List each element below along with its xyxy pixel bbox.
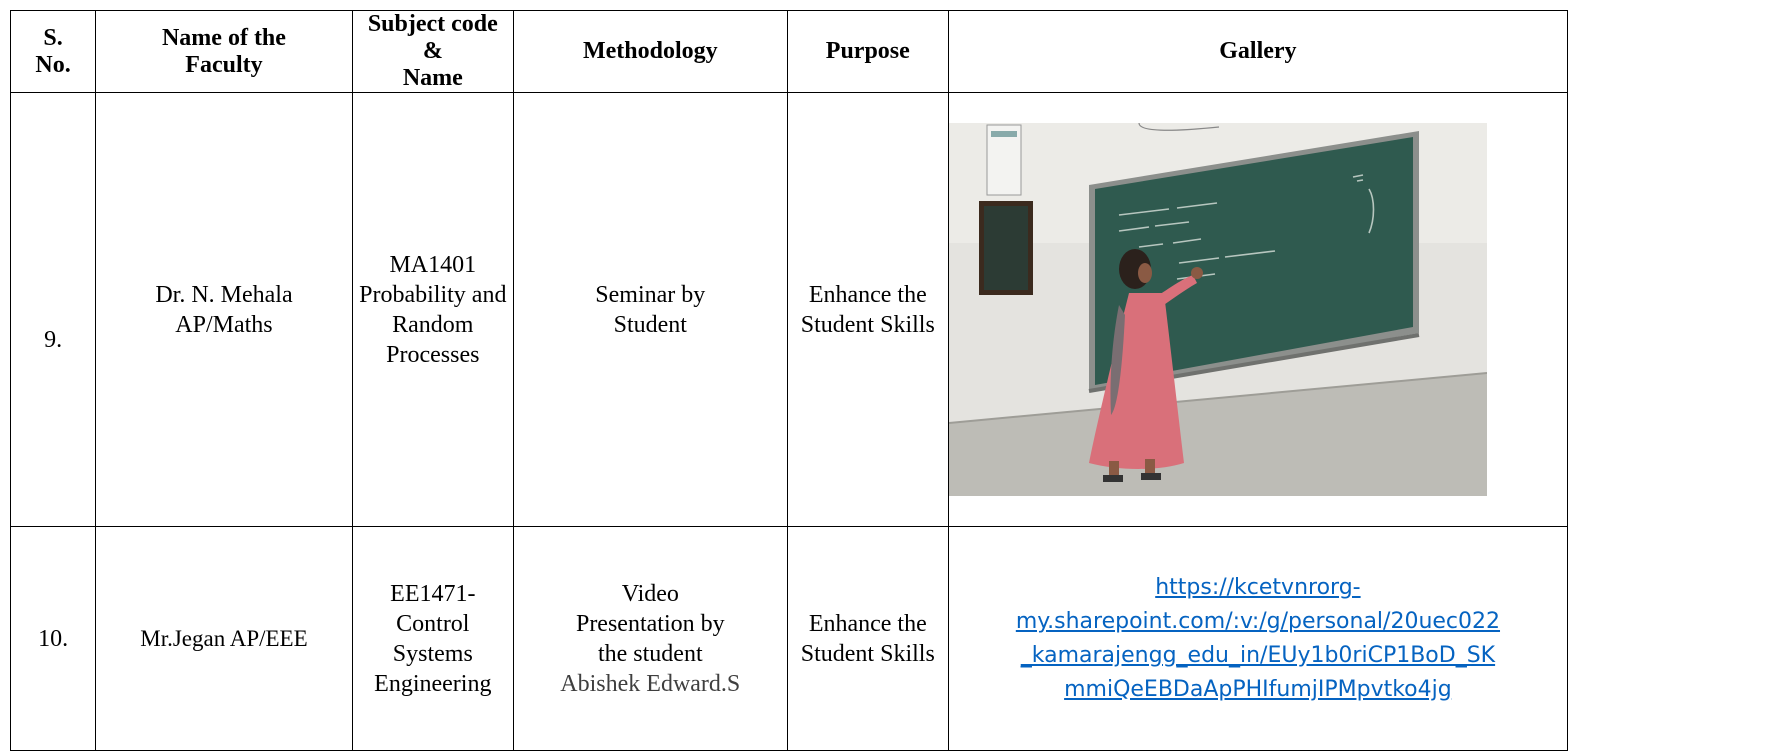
cell-gallery — [947, 92, 1569, 527]
cell-faculty: Dr. N. Mehala AP/Maths — [95, 92, 353, 527]
cell-gallery: https://kcetvnrorg- my.sharepoint.com/:v… — [947, 526, 1569, 751]
table-row: 10. Mr.Jegan AP/EEE EE1471- Control Syst… — [9, 526, 1569, 751]
header-faculty: Name of the Faculty — [95, 10, 353, 93]
header-row: S. No. Name of the Faculty Subject code … — [9, 10, 1569, 93]
table-row: 9. Dr. N. Mehala AP/Maths MA1401 Probabi… — [9, 92, 1569, 527]
cell-purpose: Enhance the Student Skills — [786, 526, 949, 751]
cell-sno: 9. — [9, 92, 97, 527]
header-gallery: Gallery — [947, 10, 1569, 93]
cell-purpose: Enhance the Student Skills — [786, 92, 949, 527]
chalkboard — [1094, 137, 1413, 385]
cell-methodology: Seminar by Student — [512, 92, 788, 527]
gallery-video-link[interactable]: https://kcetvnrorg- my.sharepoint.com/:v… — [1015, 574, 1501, 702]
faculty-activity-table: S. No. Name of the Faculty Subject code … — [9, 10, 1569, 751]
header-purpose: Purpose — [786, 10, 949, 93]
cell-faculty: Mr.Jegan AP/EEE — [95, 526, 353, 751]
cell-subject: EE1471- Control Systems Engineering — [351, 526, 514, 751]
header-sno: S. No. — [9, 10, 97, 93]
cell-sno: 10. — [9, 526, 97, 751]
gallery-photo — [948, 123, 1487, 496]
cell-subject: MA1401 Probability and Random Processes — [351, 92, 514, 527]
student-name: Abishek Edward.S — [560, 670, 741, 697]
methodology-text: Video Presentation by the student — [575, 580, 725, 667]
header-methodology: Methodology — [512, 10, 788, 93]
header-subject: Subject code & Name — [351, 10, 514, 93]
cell-methodology: Video Presentation by the student Abishe… — [512, 526, 788, 751]
